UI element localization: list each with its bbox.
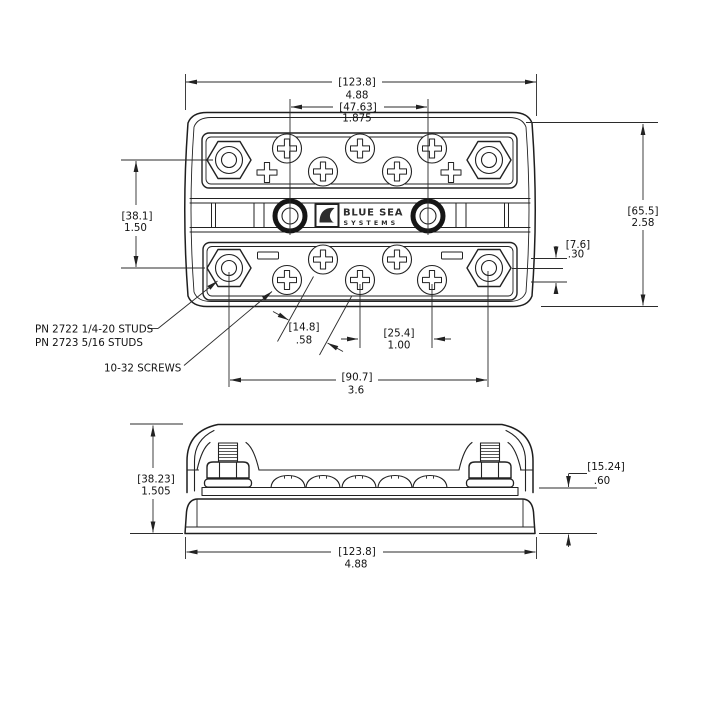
top-view-dimensions: [123.8] 4.88 [47.63] 1.875 [65.5] 2.58 [… <box>35 74 658 397</box>
side-view-dimensions: [38.23] 1.505 [15.24] .60 [123.8] 4.88 <box>130 423 625 571</box>
dim-mm: [14.8] <box>289 322 320 334</box>
dim-in: 3.6 <box>348 385 364 397</box>
pn-line2: PN 2723 5/16 STUDS <box>35 337 143 349</box>
dim-mm: [123.8] <box>338 546 376 558</box>
negative-marker <box>441 251 463 260</box>
terminal-screw <box>271 264 303 296</box>
dim-in: 4.88 <box>345 559 368 571</box>
dim-mm: [15.24] <box>587 461 625 473</box>
logo-wave-glyph <box>319 207 335 223</box>
logo-text-secondary: SYSTEMS <box>344 220 399 227</box>
dim-in: 2.58 <box>632 217 655 229</box>
dim-mm: [38.23] <box>137 474 175 486</box>
terminal-screw <box>307 244 339 275</box>
center-band <box>189 198 531 233</box>
logo-text-primary: BLUE SEA <box>343 208 403 219</box>
dim-screw-diagonal-pitch: [14.8] .58 <box>272 276 352 356</box>
stud-part-number-callout: PN 2722 1/4-20 STUDS PN 2723 5/16 STUDS <box>35 280 218 349</box>
dim-in: .30 <box>568 249 584 261</box>
cover-end-cap-right <box>505 429 527 492</box>
negative-marker <box>257 251 279 260</box>
cover-outline <box>186 423 534 494</box>
dim-in: 1.875 <box>342 113 371 125</box>
screw-callout: 10-32 SCREWS <box>104 291 273 375</box>
base-outline <box>184 498 536 535</box>
terminal-screw <box>381 156 413 187</box>
dim-in: 1.50 <box>124 222 147 234</box>
side-view <box>184 423 536 535</box>
brand-logo: BLUE SEA SYSTEMS <box>314 203 403 228</box>
terminal-screw <box>344 133 376 164</box>
dim-mm: [38.1] <box>122 211 153 223</box>
top-view: BLUE SEA SYSTEMS <box>184 111 536 308</box>
dim-mm: [123.8] <box>338 77 376 89</box>
terminal-screw <box>416 133 448 164</box>
dim-mounting-hole-span: [90.7] 3.6 <box>228 271 489 397</box>
dim-mm: [47.63] <box>339 102 377 114</box>
dim-overall-width-top: [123.8] 4.88 <box>185 74 537 116</box>
terminal-screw <box>381 244 413 275</box>
dim-stud-row-spacing: [38.1] 1.50 <box>121 159 213 269</box>
screw-label: 10-32 SCREWS <box>104 363 181 375</box>
dim-stud-spacing: [47.63] 1.875 <box>289 99 429 235</box>
dim-in: .58 <box>296 335 312 347</box>
busbar-strip <box>201 486 519 497</box>
busbar-body-inner-line <box>190 117 530 302</box>
dim-overall-width-bottom: [123.8] 4.88 <box>185 537 537 571</box>
dim-mm: [7.6] <box>566 239 590 251</box>
dim-overall-height: [65.5] 2.58 <box>526 122 659 307</box>
pn-line1: PN 2722 1/4-20 STUDS <box>35 324 153 336</box>
dim-in: 4.88 <box>346 90 369 102</box>
dim-in: 1.00 <box>388 340 411 352</box>
dim-mm: [65.5] <box>628 206 659 218</box>
dim-in: 1.505 <box>141 486 170 498</box>
dim-base-height: [15.24] .60 <box>539 461 625 547</box>
terminal-screw <box>307 156 339 187</box>
dim-mm: [90.7] <box>342 372 373 384</box>
cover-end-cap-left <box>193 429 215 492</box>
base-end-lines <box>196 498 524 528</box>
dim-side-overall-height: [38.23] 1.505 <box>130 423 183 534</box>
dim-mm: [25.4] <box>384 328 415 340</box>
dim-in: .60 <box>594 475 610 487</box>
dim-screw-pitch: [25.4] 1.00 <box>341 284 451 352</box>
terminal-screw <box>271 133 303 164</box>
dim-screw-row-offset: [7.6] .30 <box>512 239 590 294</box>
